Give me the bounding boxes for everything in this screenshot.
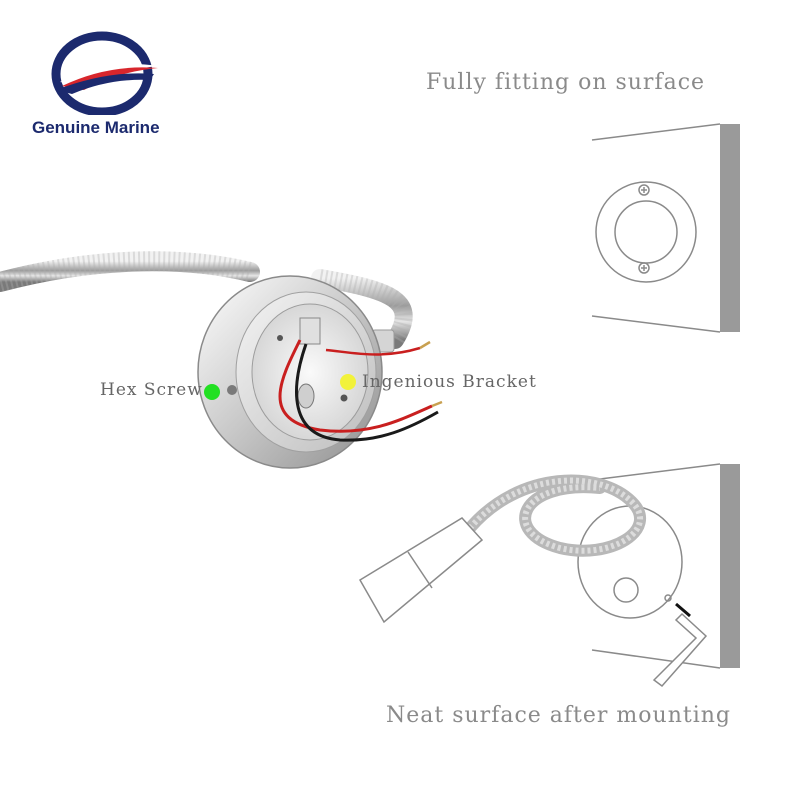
caption-top: Fully fitting on surface bbox=[426, 70, 706, 95]
brand-name: Genuine Marine bbox=[32, 118, 160, 137]
lamp-body bbox=[197, 275, 443, 469]
caption-bottom: Neat surface after mounting bbox=[386, 703, 731, 728]
mounted-diagram bbox=[358, 463, 740, 688]
surface-fit-diagram bbox=[591, 123, 740, 333]
hex-screw-label: Hex Screw bbox=[100, 380, 203, 400]
bracket-dot bbox=[340, 374, 356, 390]
bracket-label: Ingenious Bracket bbox=[362, 372, 537, 392]
hex-screw-dot bbox=[204, 384, 220, 400]
brand-logo bbox=[51, 31, 158, 115]
